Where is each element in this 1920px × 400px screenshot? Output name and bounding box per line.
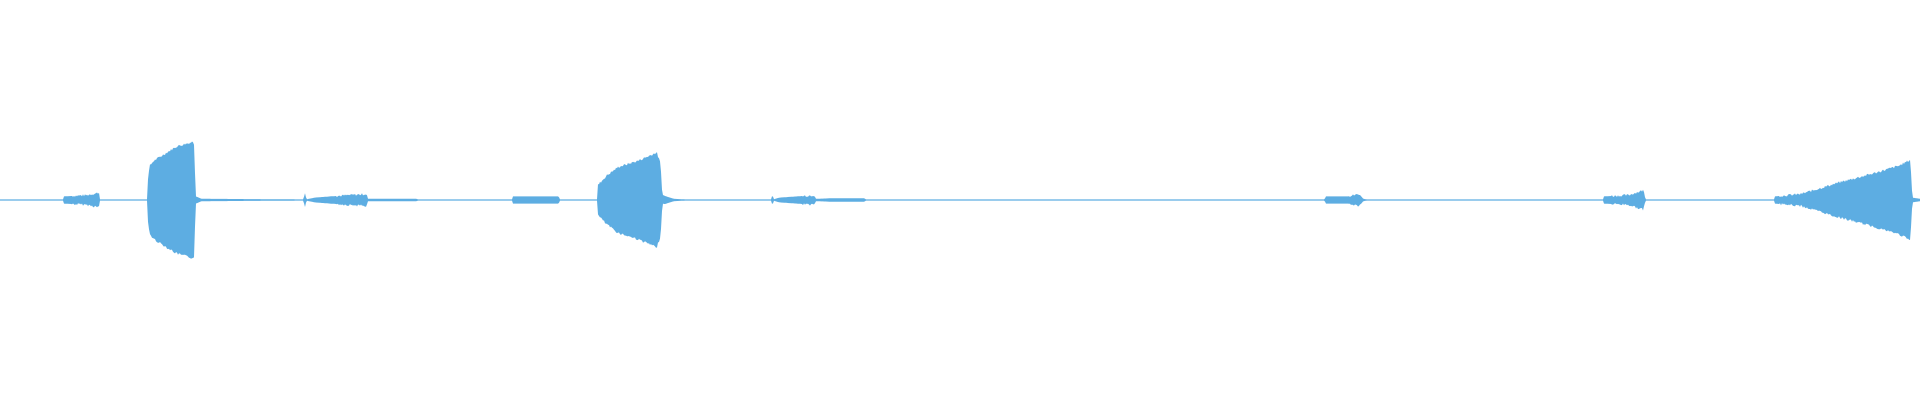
waveform-envelope	[0, 141, 1920, 259]
